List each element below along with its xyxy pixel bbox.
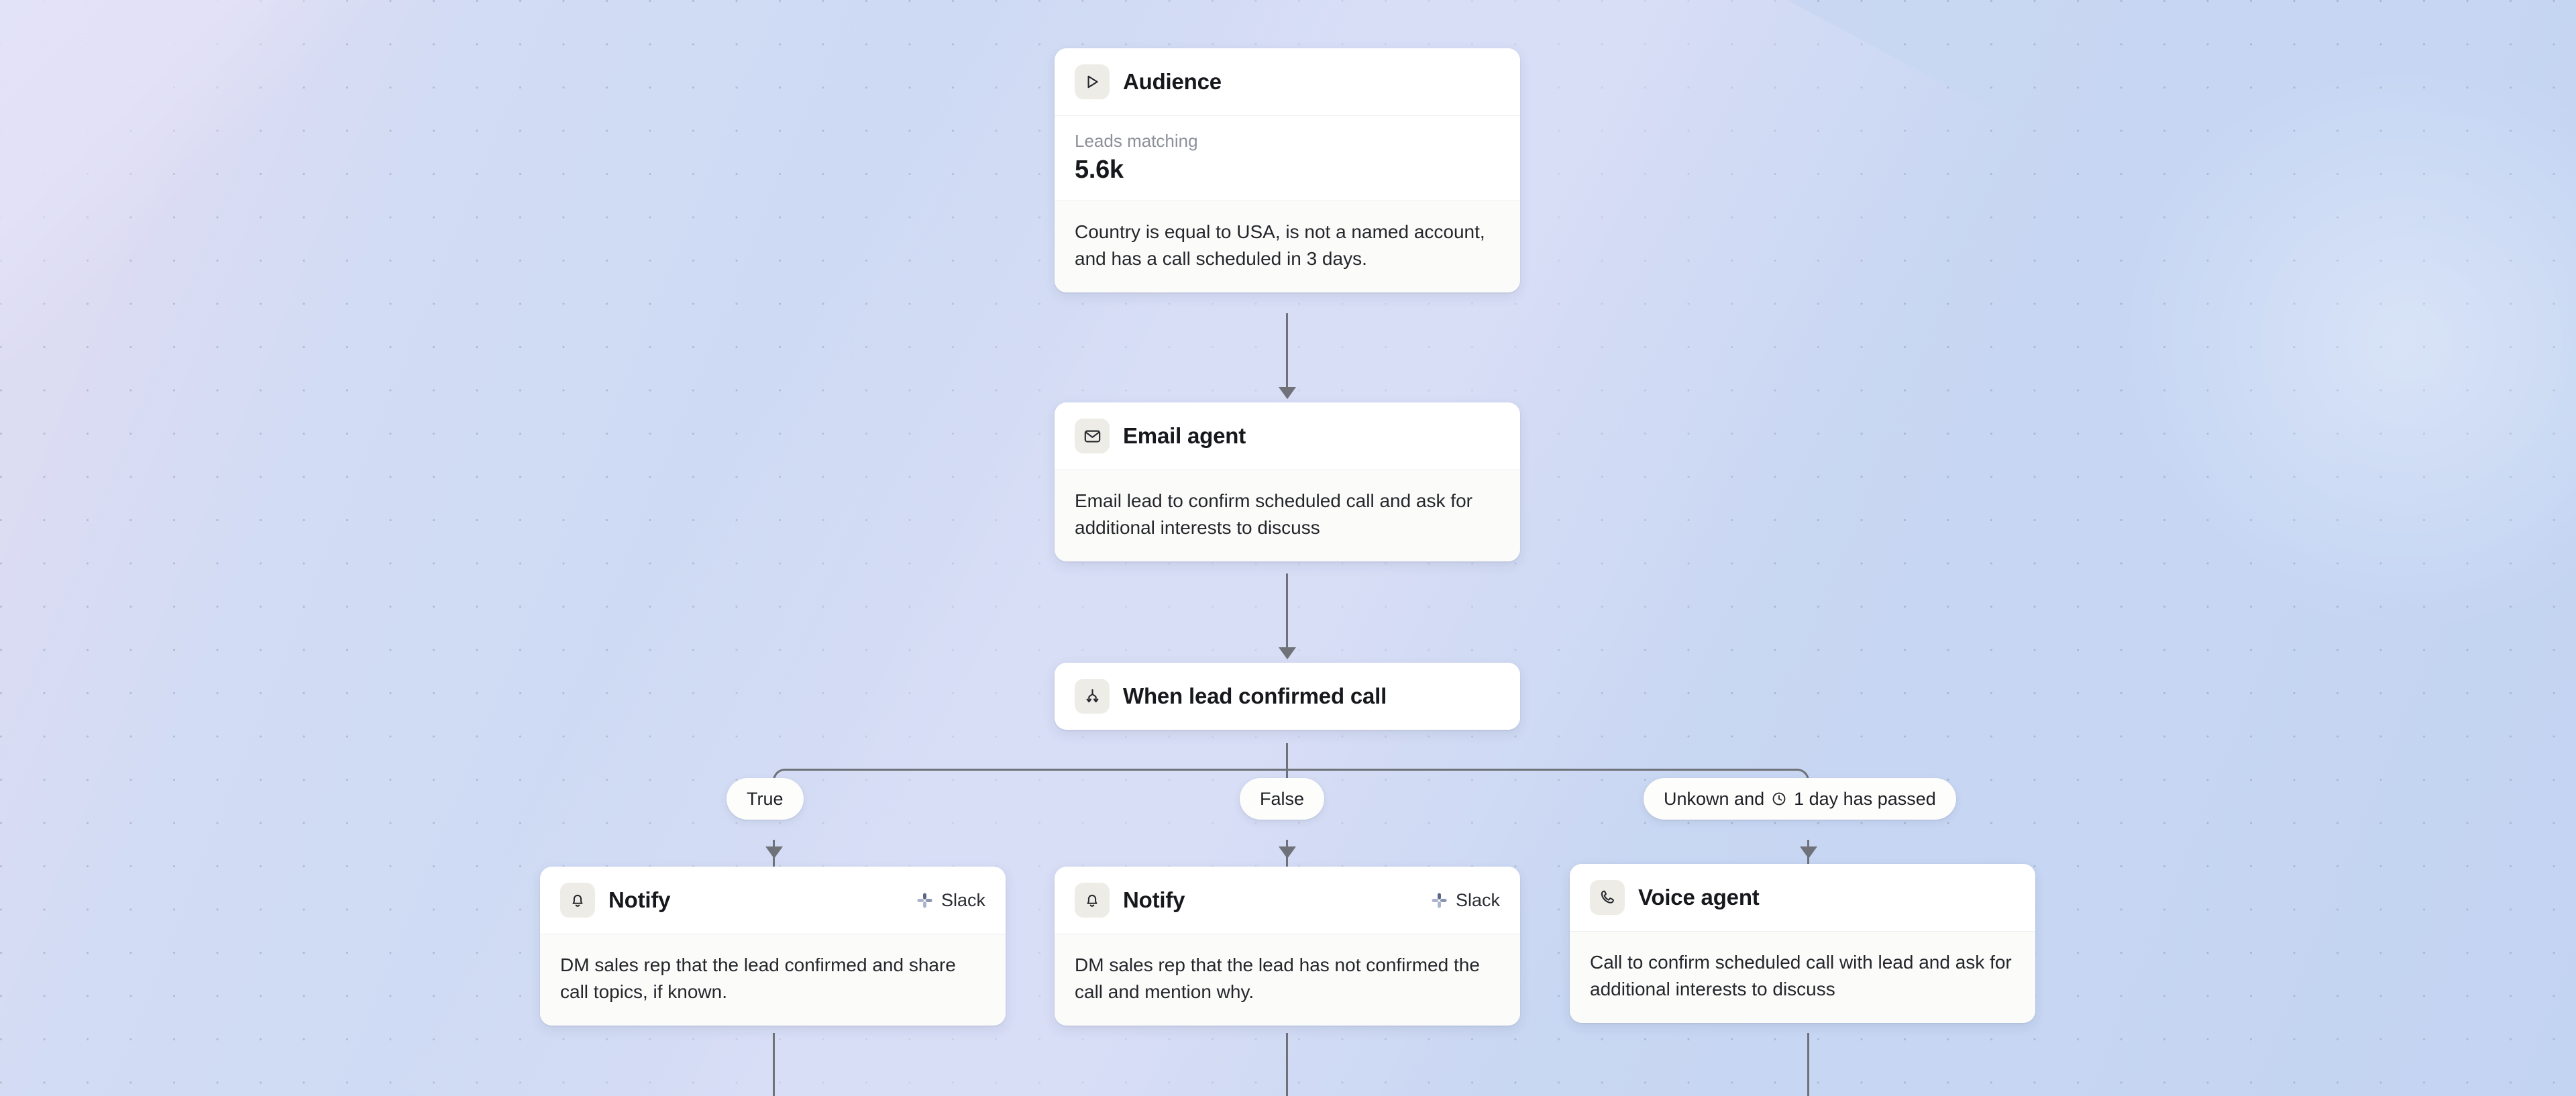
branch-condition-true-label: True (747, 788, 784, 809)
edge-branch-rail (786, 769, 1796, 771)
node-audience-title: Audience (1123, 69, 1222, 94)
edge-below-notify-false (1286, 1033, 1288, 1096)
edge-email-to-branch (1286, 573, 1288, 647)
node-audience-header: Audience (1055, 48, 1520, 115)
node-notify-true-title: Notify (608, 887, 671, 912)
slack-icon (1431, 892, 1448, 909)
divider (1055, 115, 1520, 116)
node-notify-true-integration-label: Slack (941, 889, 985, 910)
branch-condition-unknown-label-before: Unkown and (1664, 788, 1765, 809)
branch-condition-false[interactable]: False (1240, 778, 1325, 820)
stat-label: Leads matching (1075, 131, 1198, 151)
edge-below-notify-true (773, 1033, 775, 1096)
arrow-head-voice-agent (1800, 846, 1817, 859)
node-notify-false-title: Notify (1123, 887, 1185, 912)
stat-value: 5.6k (1075, 156, 1124, 184)
arrow-head-notify-true (765, 846, 783, 859)
branch-split-arrow-icon (1075, 679, 1110, 714)
node-voice-agent-title: Voice agent (1638, 885, 1760, 910)
node-email-agent-title: Email agent (1123, 423, 1246, 448)
arrow-head-notify-false (1279, 846, 1296, 859)
node-voice-agent[interactable]: Voice agent Call to confirm scheduled ca… (1570, 864, 2035, 1023)
node-notify-true-header: Notify Slack (540, 867, 1006, 934)
play-triangle-icon (1075, 64, 1110, 99)
background-glow (2106, 40, 2576, 644)
edge-audience-to-email (1286, 313, 1288, 387)
node-notify-true-integration: Slack (916, 890, 985, 911)
node-email-agent-header: Email agent (1055, 402, 1520, 470)
background-accent-wedge (0, 0, 456, 362)
node-notify-false[interactable]: Notify Slack DM sales rep that the lead … (1055, 867, 1520, 1026)
branch-condition-unknown-label-after: 1 day has passed (1794, 788, 1936, 809)
divider (1570, 931, 2035, 932)
branch-condition-true[interactable]: True (727, 778, 804, 820)
node-voice-agent-header: Voice agent (1570, 864, 2035, 931)
node-audience[interactable]: Audience Leads matching 5.6k Country is … (1055, 48, 1520, 292)
node-when-lead-confirmed-call[interactable]: When lead confirmed call (1055, 663, 1520, 730)
node-notify-true[interactable]: Notify Slack DM sales rep that the lead … (540, 867, 1006, 1026)
edge-below-voice-agent (1807, 1033, 1809, 1096)
branch-condition-false-label: False (1260, 788, 1305, 809)
node-branch-header: When lead confirmed call (1055, 663, 1520, 730)
node-notify-true-body: DM sales rep that the lead confirmed and… (540, 934, 1006, 1026)
phone-icon (1590, 880, 1625, 915)
bell-icon (1075, 883, 1110, 918)
node-audience-stat: Leads matching 5.6k (1055, 116, 1520, 201)
node-voice-agent-body: Call to confirm scheduled call with lead… (1570, 932, 2035, 1023)
node-branch-title: When lead confirmed call (1123, 683, 1387, 708)
node-email-agent[interactable]: Email agent Email lead to confirm schedu… (1055, 402, 1520, 561)
arrow-head-email (1279, 387, 1296, 399)
envelope-icon (1075, 419, 1110, 453)
bell-icon (560, 883, 595, 918)
node-notify-false-integration: Slack (1431, 890, 1500, 911)
node-audience-body: Country is equal to USA, is not a named … (1055, 201, 1520, 292)
edge-branch-stem-center (1286, 743, 1288, 798)
arrow-head-branch (1279, 647, 1296, 659)
clock-icon (1771, 791, 1787, 807)
branch-condition-unknown[interactable]: Unkown and 1 day has passed (1644, 778, 1956, 820)
node-notify-false-body: DM sales rep that the lead has not confi… (1055, 934, 1520, 1026)
node-notify-false-header: Notify Slack (1055, 867, 1520, 934)
node-notify-false-integration-label: Slack (1455, 889, 1500, 910)
node-email-agent-body: Email lead to confirm scheduled call and… (1055, 470, 1520, 561)
slack-icon (916, 892, 933, 909)
